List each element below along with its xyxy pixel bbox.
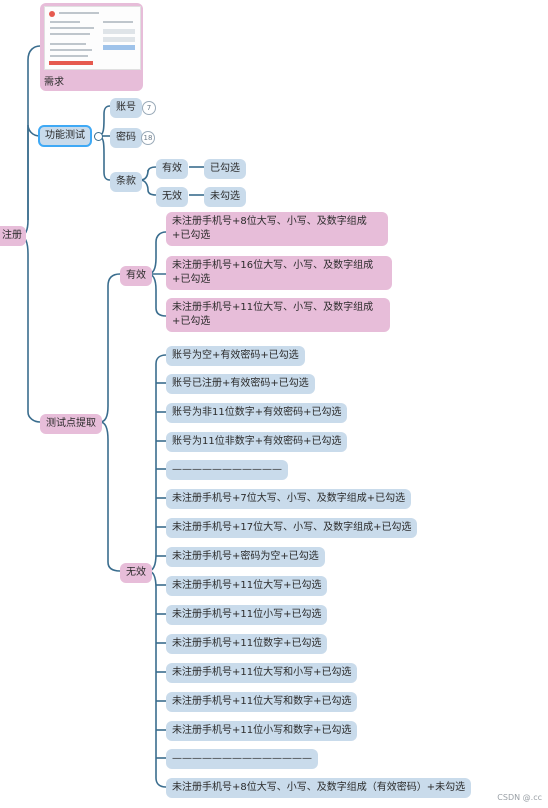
terms-invalid-node[interactable]: 无效 — [156, 187, 188, 207]
separator-item[interactable]: ——————————— — [166, 460, 288, 480]
invalid-case-item[interactable]: 未注册手机号+密码为空+已勾选 — [166, 547, 325, 567]
valid-case-item[interactable]: 未注册手机号+11位大写、小写、及数字组成+已勾选 — [166, 298, 390, 332]
valid-case-item[interactable]: 未注册手机号+16位大写、小写、及数字组成+已勾选 — [166, 256, 392, 290]
invalid-case-item[interactable]: 未注册手机号+11位大写和数字+已勾选 — [166, 692, 358, 712]
invalid-case-item[interactable]: 未注册手机号+11位数字+已勾选 — [166, 634, 328, 654]
terms-node[interactable]: 条款 — [110, 172, 142, 192]
invalid-case-item[interactable]: 未注册手机号+7位大写、小写、及数字组成+已勾选 — [166, 489, 412, 509]
root-node[interactable]: 注册 — [0, 226, 26, 246]
collapse-toggle[interactable] — [94, 132, 103, 141]
terms-checked-node[interactable]: 已勾选 — [204, 159, 246, 179]
invalid-case-item[interactable]: 账号为空+有效密码+已勾选 — [166, 346, 305, 366]
invalid-case-item[interactable]: 未注册手机号+11位大写和小写+已勾选 — [166, 663, 358, 683]
requirement-label: 需求 — [44, 77, 64, 88]
separator-item[interactable]: —————————————— — [166, 749, 318, 769]
extraction-valid-node[interactable]: 有效 — [120, 266, 152, 286]
requirement-thumbnail — [44, 6, 141, 70]
invalid-case-item[interactable]: 未注册手机号+8位大写、小写、及数字组成（有效密码）+未勾选 — [166, 778, 472, 798]
terms-unchecked-node[interactable]: 未勾选 — [204, 187, 246, 207]
requirement-node[interactable]: 需求 — [40, 3, 143, 91]
functional-test-node[interactable]: 功能测试 — [38, 125, 92, 147]
invalid-case-item[interactable]: 账号为非11位数字+有效密码+已勾选 — [166, 403, 348, 423]
terms-valid-node[interactable]: 有效 — [156, 159, 188, 179]
account-count-badge[interactable]: 7 — [142, 101, 156, 115]
test-point-extraction-node[interactable]: 测试点提取 — [40, 414, 102, 434]
invalid-case-item[interactable]: 未注册手机号+11位小写和数字+已勾选 — [166, 721, 358, 741]
invalid-case-item[interactable]: 账号为11位非数字+有效密码+已勾选 — [166, 432, 348, 452]
password-node[interactable]: 密码 — [110, 128, 142, 148]
invalid-case-item[interactable]: 未注册手机号+11位小写+已勾选 — [166, 605, 328, 625]
extraction-invalid-node[interactable]: 无效 — [120, 563, 152, 583]
invalid-case-item[interactable]: 未注册手机号+17位大写、小写、及数字组成+已勾选 — [166, 518, 418, 538]
invalid-case-item[interactable]: 账号已注册+有效密码+已勾选 — [166, 374, 315, 394]
password-count-badge[interactable]: 18 — [141, 131, 155, 145]
valid-case-item[interactable]: 未注册手机号+8位大写、小写、及数字组成+已勾选 — [166, 212, 388, 246]
invalid-case-item[interactable]: 未注册手机号+11位大写+已勾选 — [166, 576, 328, 596]
account-node[interactable]: 账号 — [110, 98, 142, 118]
watermark: CSDN @.cc — [497, 793, 542, 802]
